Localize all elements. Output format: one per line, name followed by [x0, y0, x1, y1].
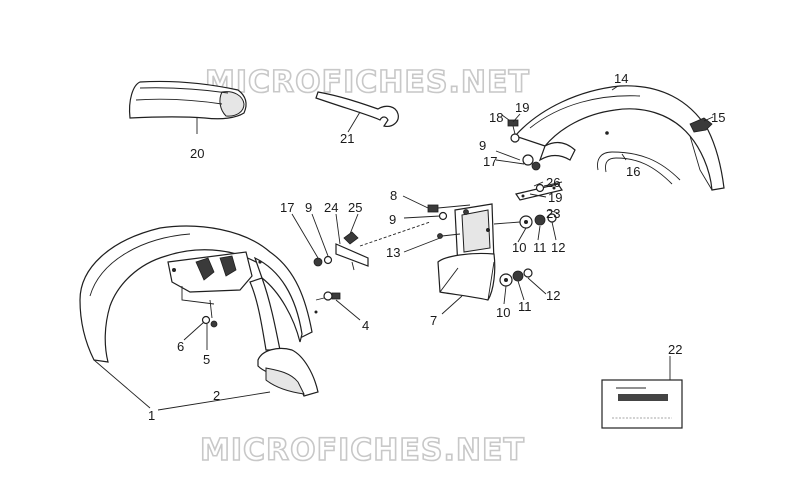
callout-13: 13 — [386, 245, 400, 260]
callout-23: 23 — [546, 206, 560, 221]
callout-25: 25 — [348, 200, 362, 215]
bolt-26 — [535, 181, 563, 193]
callout-19-plate: 19 — [548, 190, 562, 205]
callout-12-upper: 12 — [551, 240, 565, 255]
seat-cover-part — [128, 80, 247, 120]
callout-26: 26 — [546, 175, 560, 190]
holder-top-bolts — [427, 204, 471, 221]
callout-4: 4 — [362, 318, 369, 333]
screw-13 — [437, 233, 461, 239]
rear-fender-hardware — [507, 119, 541, 171]
front-fender-part — [79, 225, 313, 363]
callout-11-upper: 11 — [533, 240, 547, 255]
callout-24: 24 — [324, 200, 338, 215]
callout-17-rear: 17 — [483, 154, 497, 169]
callout-19-top: 19 — [515, 100, 529, 115]
fender-bracket-part — [689, 117, 713, 133]
callout-7: 7 — [430, 313, 437, 328]
callout-15: 15 — [711, 110, 725, 125]
callout-21: 21 — [340, 131, 354, 146]
callout-12-lower: 12 — [546, 288, 560, 303]
callout-18: 18 — [489, 110, 503, 125]
mud-flap-part — [257, 347, 319, 397]
wrench-part — [315, 91, 399, 127]
strap-part — [597, 151, 681, 185]
callout-6: 6 — [177, 339, 184, 354]
callout-10-upper: 10 — [512, 240, 526, 255]
plate-decal-part — [601, 379, 683, 429]
callout-9-front: 9 — [305, 200, 312, 215]
callout-5: 5 — [203, 352, 210, 367]
callout-8: 8 — [390, 188, 397, 203]
callout-10-lower: 10 — [496, 305, 510, 320]
leader-lines — [93, 85, 714, 411]
washers-lower — [499, 268, 533, 287]
watermark-bottom: MICROFICHES.NET — [200, 433, 525, 468]
callout-9-rear: 9 — [479, 138, 486, 153]
watermark-top: MICROFICHES.NET — [205, 65, 530, 100]
callout-17-front: 17 — [280, 200, 294, 215]
callout-22: 22 — [668, 342, 682, 357]
bracket-24-part — [313, 221, 431, 271]
front-fender-bracket — [167, 251, 262, 305]
callout-14: 14 — [614, 71, 628, 86]
callout-9-holder: 9 — [389, 212, 396, 227]
nut-5-washer-6 — [201, 299, 218, 328]
callout-1: 1 — [148, 408, 155, 423]
plate-holder-part — [437, 203, 496, 301]
callout-11-lower: 11 — [518, 299, 532, 314]
rear-fender-part — [513, 85, 725, 191]
callout-16: 16 — [626, 164, 640, 179]
callout-labels: 20 21 14 15 16 18 19 9 17 26 19 23 8 9 1… — [148, 71, 725, 423]
callout-20: 20 — [190, 146, 204, 161]
callout-2: 2 — [213, 388, 220, 403]
washers-upper — [493, 213, 557, 229]
bolt-4 — [314, 291, 341, 314]
